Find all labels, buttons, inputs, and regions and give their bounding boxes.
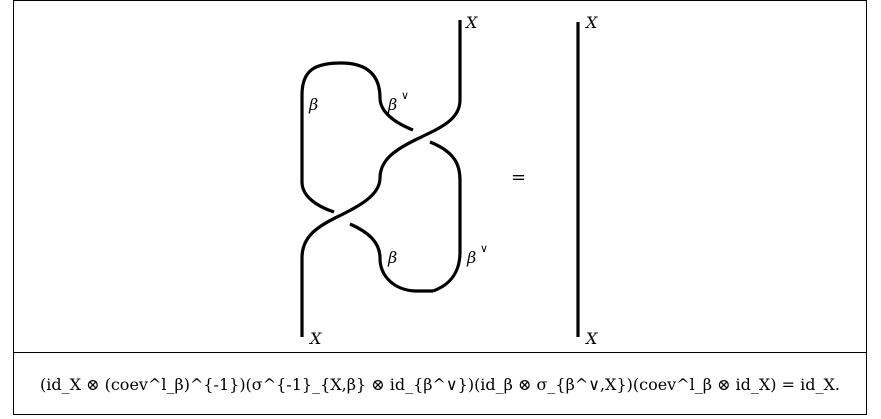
label-x-top-right: X — [584, 13, 598, 32]
strand-beta-left — [300, 61, 382, 182]
label-beta-upper: β — [308, 95, 318, 114]
caption-divider — [13, 352, 867, 353]
label-x-bottom-left: X — [308, 329, 322, 348]
label-beta-dual-lower-mark: ∨ — [480, 242, 488, 255]
label-x-top-left: X — [464, 13, 478, 32]
strand-x-upper — [378, 20, 462, 179]
figure-frame — [13, 0, 867, 415]
label-beta-dual-lower: β — [466, 248, 476, 267]
label-beta-dual-upper: β — [387, 95, 397, 114]
strand-beta-dual-upper — [378, 97, 414, 132]
strand-x-middle — [300, 177, 382, 337]
label-beta-dual-upper-mark: ∨ — [401, 89, 409, 102]
equals-sign: = — [511, 167, 526, 188]
strand-beta-left-lower — [300, 181, 335, 214]
strand-beta-dual-upper-b — [429, 140, 462, 293]
label-beta-lower: β — [387, 248, 397, 267]
strand-beta-lower — [349, 222, 433, 293]
label-x-bottom-right: X — [584, 329, 598, 348]
caption-formula: (id_X ⊗ (coev^l_β)^{-1})(σ^{-1}_{X,β} ⊗ … — [40, 374, 840, 394]
